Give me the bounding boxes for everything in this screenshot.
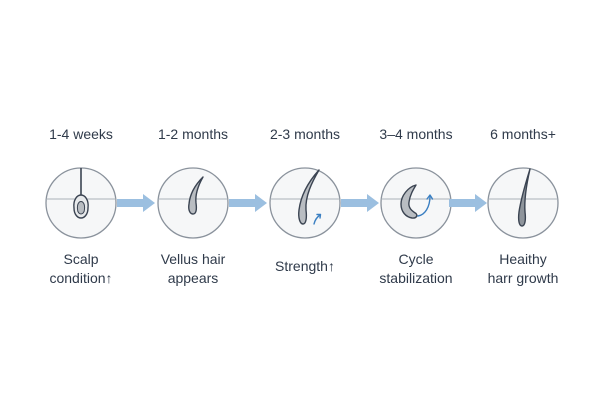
caption-stage-5-line-1: Heaithy bbox=[499, 251, 547, 267]
arrow-1 bbox=[117, 194, 155, 212]
caption-stage-5-line-2: harr growth bbox=[487, 270, 559, 286]
arrow-2 bbox=[229, 194, 267, 212]
caption-stage-2: Vellus hair appears bbox=[128, 250, 258, 288]
time-label-4: 3–4 months bbox=[379, 126, 453, 142]
healthy-hair-icon bbox=[486, 166, 560, 240]
time-label-5: 6 months+ bbox=[490, 126, 556, 142]
curled-hair-cycle-icon bbox=[379, 166, 453, 240]
arrow-4 bbox=[449, 194, 487, 212]
time-label-3: 2-3 months bbox=[269, 126, 341, 142]
strong-hair-icon bbox=[268, 166, 342, 240]
caption-stage-4-line-1: Cycle bbox=[398, 251, 434, 267]
hair-follicle-icon bbox=[44, 166, 118, 240]
caption-stage-3-line-1: Strength↑ bbox=[275, 258, 335, 274]
caption-stage-1: Scalp condition↑ bbox=[16, 250, 146, 288]
time-label-2: 1-2 months bbox=[157, 126, 229, 142]
caption-stage-3: Strength↑ bbox=[240, 257, 370, 276]
time-label-1: 1-4 weeks bbox=[49, 126, 113, 142]
vellus-hair-icon bbox=[156, 166, 230, 240]
caption-stage-1-line-1: Scalp bbox=[63, 251, 99, 267]
caption-stage-2-line-2: appears bbox=[167, 270, 219, 286]
caption-stage-5: Heaithy harr growth bbox=[458, 250, 588, 288]
caption-stage-2-line-1: Vellus hair bbox=[160, 251, 226, 267]
caption-stage-4: Cycle stabilization bbox=[351, 250, 481, 288]
caption-stage-1-line-2: condition↑ bbox=[49, 270, 113, 286]
arrow-3 bbox=[341, 194, 379, 212]
caption-stage-4-line-2: stabilization bbox=[379, 270, 453, 286]
